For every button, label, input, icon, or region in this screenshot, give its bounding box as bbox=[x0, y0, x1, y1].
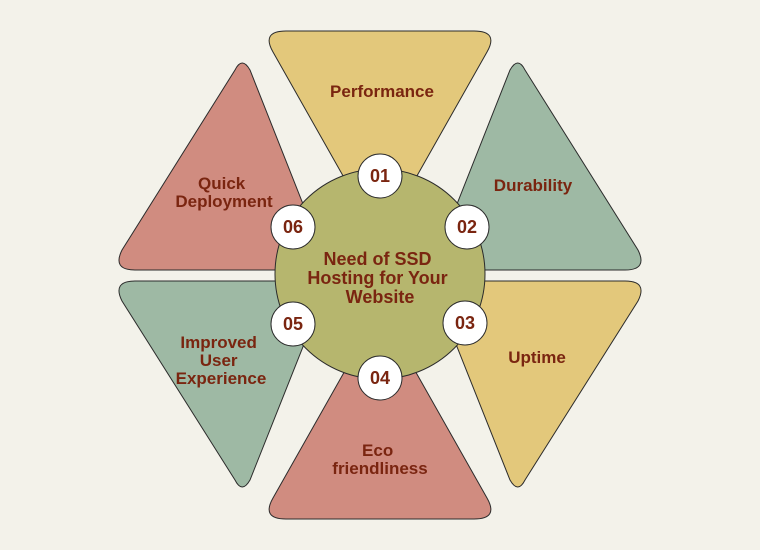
segment-label-quick-deployment: Quick Deployment bbox=[175, 174, 273, 211]
badge-02: 02 bbox=[444, 204, 490, 250]
segment-label-uptime: Uptime bbox=[508, 348, 566, 367]
badge-number-06: 06 bbox=[283, 217, 303, 237]
badge-number-04: 04 bbox=[370, 368, 390, 388]
segment-label-improved-ux: Improved User Experience bbox=[176, 333, 267, 388]
badge-number-01: 01 bbox=[370, 166, 390, 186]
badge-03: 03 bbox=[442, 300, 488, 346]
badge-01: 01 bbox=[357, 153, 403, 199]
badge-number-02: 02 bbox=[457, 217, 477, 237]
badge-number-03: 03 bbox=[455, 313, 475, 333]
badge-04: 04 bbox=[357, 355, 403, 401]
badge-06: 06 bbox=[270, 204, 316, 250]
segment-label-eco-friendliness: Eco friendliness bbox=[332, 441, 427, 478]
segment-label-performance: Performance bbox=[330, 82, 434, 101]
badge-number-05: 05 bbox=[283, 314, 303, 334]
segment-label-durability: Durability bbox=[494, 176, 573, 195]
badge-05: 05 bbox=[270, 301, 316, 347]
center-title: Need of SSD Hosting for Your Website bbox=[307, 249, 452, 307]
